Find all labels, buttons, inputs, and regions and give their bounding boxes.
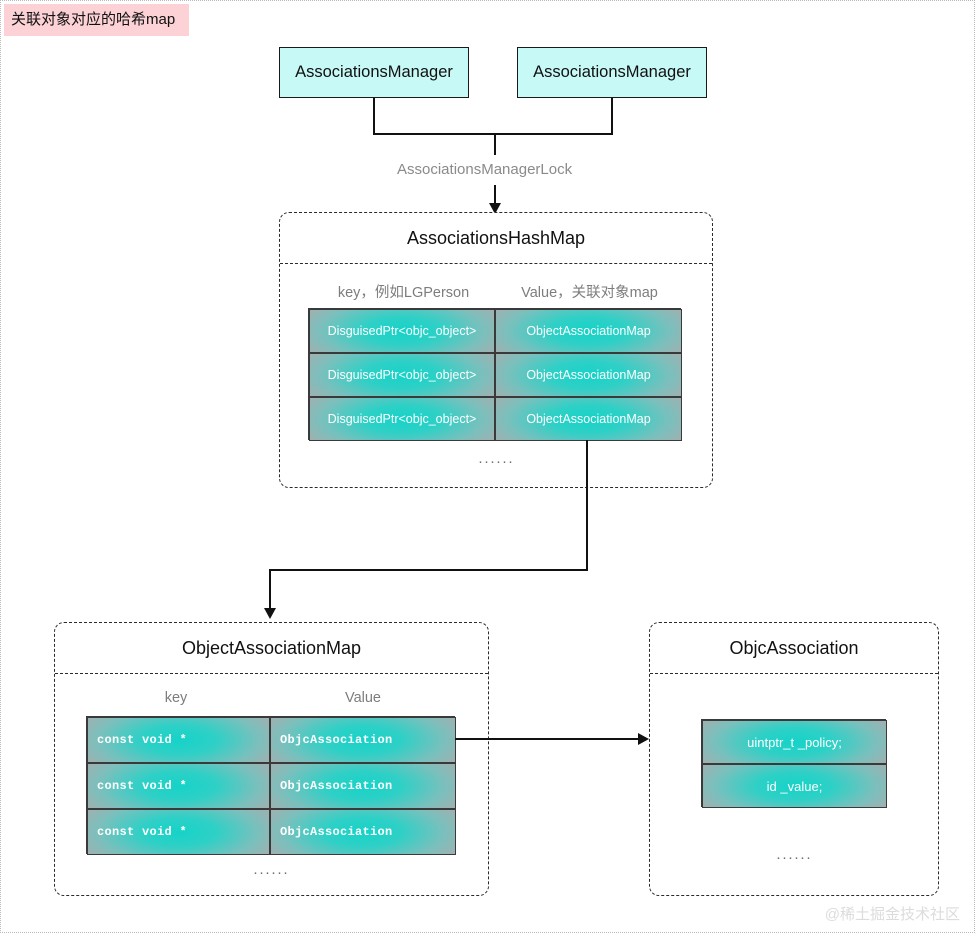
- connector-hashmap-out-down: [586, 440, 589, 571]
- associations-manager-lock-label: AssociationsManagerLock: [397, 161, 573, 178]
- arrow-into-objectmap: [264, 608, 276, 619]
- table-row: DisguisedPtr<objc_object>: [309, 353, 495, 397]
- hashmap-col-header-value: Value，关联对象map: [521, 285, 658, 301]
- list-item: id _value;: [702, 764, 887, 808]
- connector-manager2-down: [611, 98, 614, 135]
- connector-objectmap-to-objcassoc: [455, 738, 639, 741]
- table-row: DisguisedPtr<objc_object>: [309, 397, 495, 441]
- connector-managers-join: [373, 133, 613, 136]
- table-row: DisguisedPtr<objc_object>: [309, 309, 495, 353]
- objcassociation-ellipsis: ······: [776, 849, 812, 866]
- table-row: ObjcAssociation: [270, 763, 456, 809]
- objc-association-title: ObjcAssociation: [650, 623, 938, 674]
- associations-manager-box-2: AssociationsManager: [517, 47, 707, 98]
- hashmap-ellipsis: ······: [478, 453, 514, 470]
- connector-hashmap-out-left: [269, 569, 588, 572]
- connector-into-objectmap: [269, 569, 272, 611]
- table-row: ObjectAssociationMap: [495, 353, 682, 397]
- connector-manager1-down: [373, 98, 376, 135]
- list-item: uintptr_t _policy;: [702, 720, 887, 764]
- table-row: ObjectAssociationMap: [495, 309, 682, 353]
- table-row: ObjcAssociation: [270, 809, 456, 855]
- objectmap-col-header-key: key: [164, 690, 188, 706]
- objectmap-col-header-value: Value: [344, 690, 381, 706]
- page-title-badge: 关联对象对应的哈希map: [4, 4, 189, 36]
- watermark: @稀土掘金技术社区: [824, 906, 960, 923]
- table-row: const void *: [87, 717, 270, 763]
- objectmap-ellipsis: ······: [253, 864, 289, 881]
- hashmap-table: DisguisedPtr<objc_object> ObjectAssociat…: [308, 308, 682, 441]
- table-row: ObjectAssociationMap: [495, 397, 682, 441]
- table-row: const void *: [87, 809, 270, 855]
- connector-join-to-label: [494, 133, 497, 155]
- table-row: ObjcAssociation: [270, 717, 456, 763]
- arrow-into-objcassociation: [638, 733, 649, 745]
- associations-hashmap-title: AssociationsHashMap: [280, 213, 712, 264]
- connector-label-to-hashmap: [494, 185, 497, 207]
- arrow-into-hashmap: [489, 203, 501, 214]
- associations-manager-box-1: AssociationsManager: [279, 47, 469, 98]
- object-association-map-title: ObjectAssociationMap: [55, 623, 488, 674]
- objc-association-fields: uintptr_t _policy; id _value;: [701, 719, 887, 808]
- table-row: const void *: [87, 763, 270, 809]
- object-association-map-table: const void * ObjcAssociation const void …: [86, 716, 456, 855]
- hashmap-col-header-key: key，例如LGPerson: [337, 285, 470, 301]
